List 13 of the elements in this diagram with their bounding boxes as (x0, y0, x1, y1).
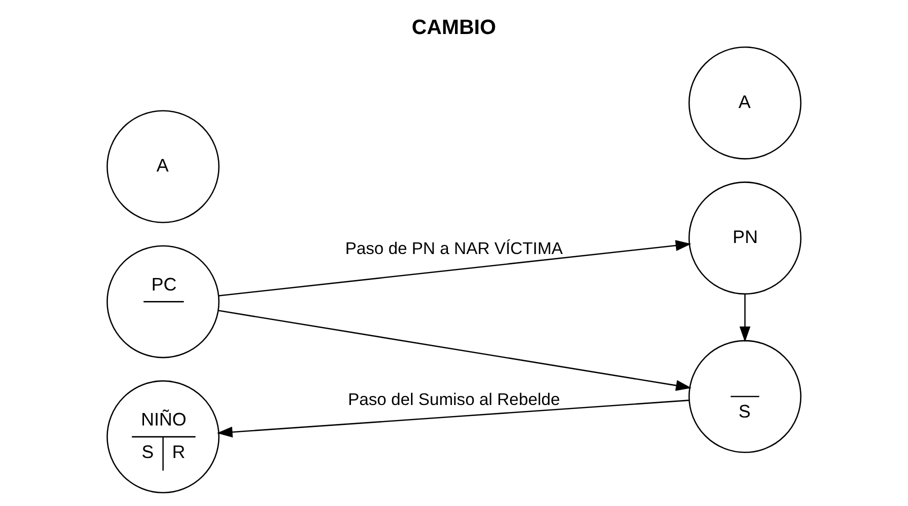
node-circle: A (106, 110, 220, 224)
arrow (216, 400, 689, 438)
edge-label: Paso del Sumiso al Rebelde (348, 390, 560, 409)
arrow (218, 310, 692, 391)
arrow (739, 294, 750, 342)
node-circle: A (688, 46, 802, 160)
node-circle: NIÑO S R (106, 380, 220, 494)
node-circle: PC (106, 245, 220, 358)
arrow (218, 240, 692, 296)
node-circle: PN (688, 182, 802, 295)
edge-label: Paso de PN a NAR VÍCTIMA (345, 239, 563, 258)
node-circle: S (688, 340, 802, 454)
diagram-title: CAMBIO (412, 16, 496, 39)
